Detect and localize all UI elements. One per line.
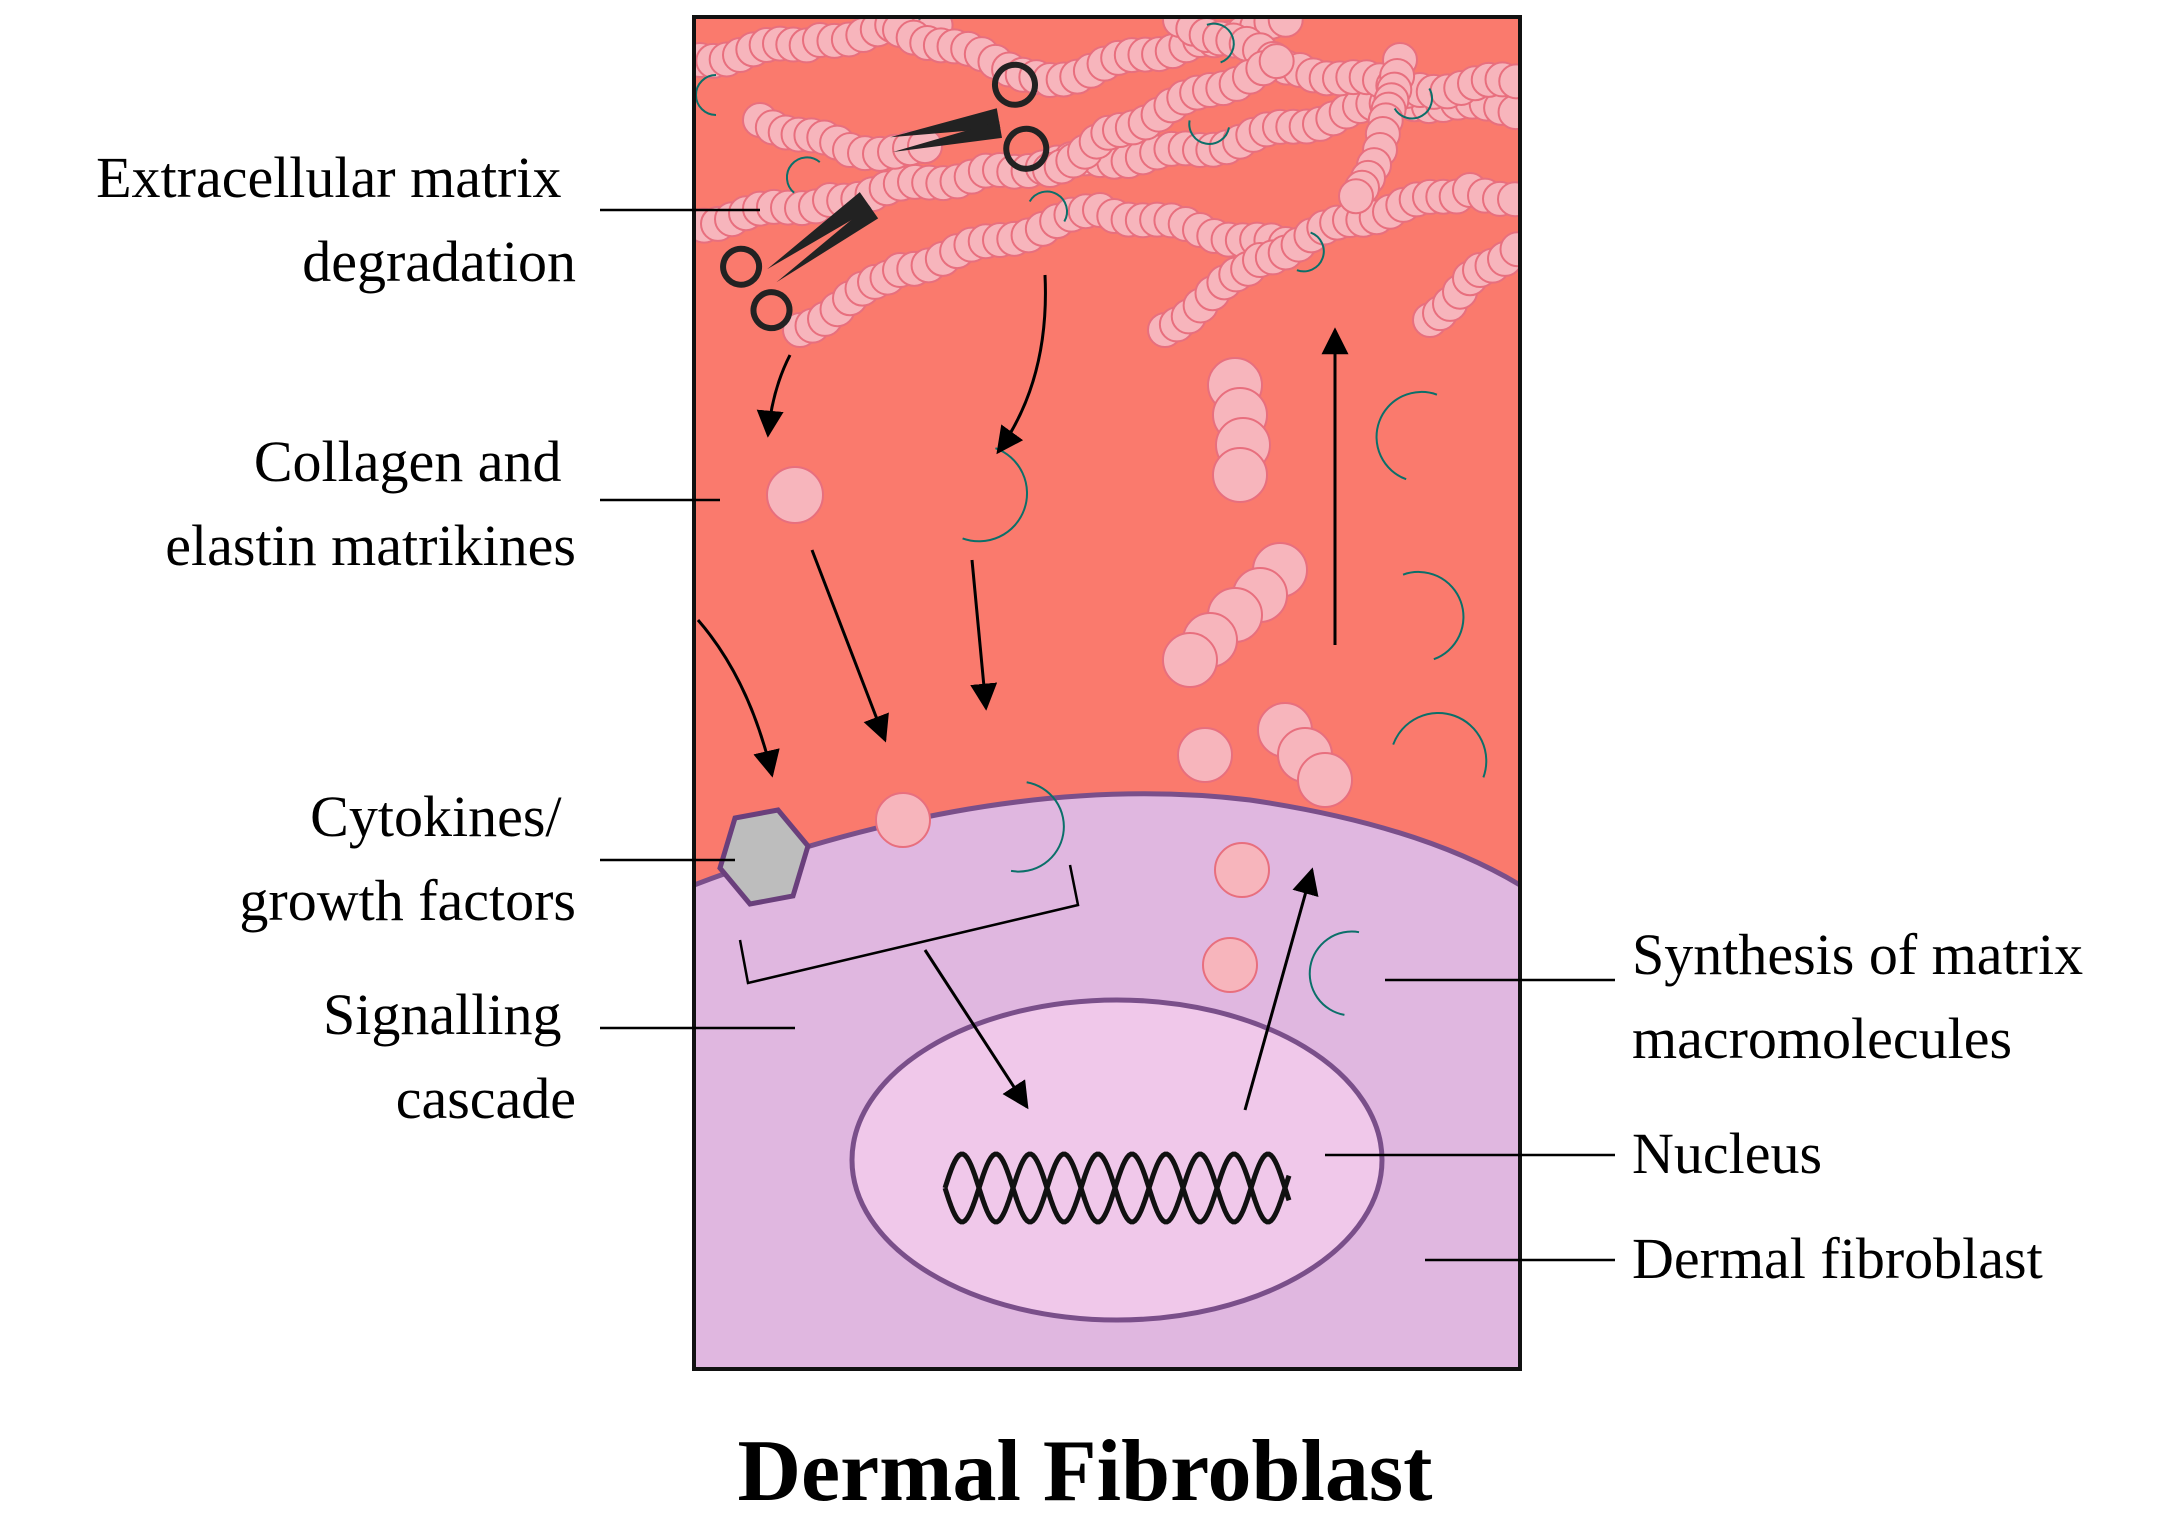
matrikine-collagen-bead <box>766 466 824 524</box>
bead-collagen-icon <box>1202 937 1258 993</box>
label-dermal-fibroblast: Dermal fibroblast <box>1632 1226 2043 1291</box>
label-synthesis: Synthesis of matrix macromolecules <box>1632 922 2098 1071</box>
signalling-bracket <box>738 864 1080 985</box>
bead-collagen-icon <box>1497 94 1520 131</box>
dna-helix-icon <box>942 1151 1292 1225</box>
bead-collagen-icon <box>1267 17 1304 38</box>
bead-collagen-icon <box>1498 63 1520 100</box>
bound-collagen-bead <box>875 792 931 848</box>
scissors-icon <box>890 61 1050 172</box>
matrikine-fragments <box>766 357 1488 1016</box>
label-signalling: Signalling cascade <box>323 982 576 1131</box>
bead-collagen-icon <box>1338 178 1374 215</box>
cell-membrane <box>694 791 1520 888</box>
crosslink-elastin-icon <box>695 74 717 116</box>
bead-collagen-icon <box>1297 752 1353 808</box>
bead-collagen-icon <box>1212 447 1268 503</box>
label-nucleus: Nucleus <box>1632 1121 1822 1186</box>
bound-elastin-crescent <box>1010 781 1065 873</box>
crosslink-elastin-icon <box>1393 87 1433 120</box>
diagram-title: Dermal Fibroblast <box>738 1423 1433 1519</box>
bead-collagen-icon <box>1177 727 1233 783</box>
label-matrikines: Collagen and elastin matrikines <box>165 429 576 578</box>
label-ecm-degradation: Extracellular matrix degradation <box>96 145 576 294</box>
crescent-elastin-icon <box>1375 390 1438 481</box>
bead-collagen-icon <box>1162 632 1218 688</box>
collagen-fiber-network <box>694 17 1520 348</box>
bead-collagen-icon <box>1497 181 1520 218</box>
bead-collagen-icon <box>1499 231 1520 268</box>
hexagon-cytokine-icon <box>717 807 811 907</box>
label-cytokines: Cytokines/ growth factors <box>239 784 576 933</box>
scissors-icon <box>720 192 879 332</box>
bead-collagen-icon <box>1214 842 1270 898</box>
bead-collagen-icon <box>1258 43 1295 80</box>
diagram-frame <box>692 15 1522 1371</box>
nucleus <box>849 997 1385 1323</box>
